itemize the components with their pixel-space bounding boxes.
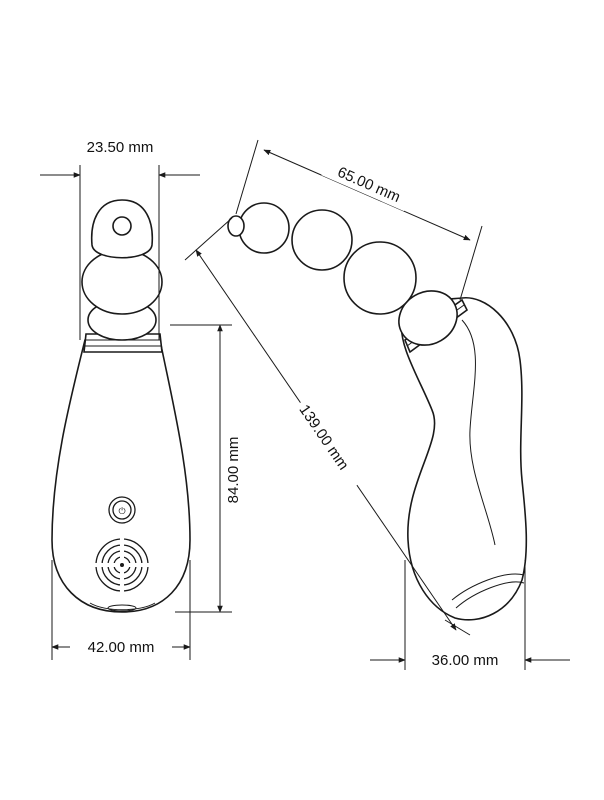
- dim-tip-width: 23.50 mm: [40, 139, 200, 340]
- dim-total-length-label: 139.00 mm: [296, 402, 352, 474]
- side-bead-3: [343, 241, 417, 315]
- dim-handle-height-label: 84.00 mm: [225, 437, 242, 504]
- front-body: [51, 339, 191, 613]
- dim-side-width: 36.00 mm: [370, 560, 570, 670]
- front-bead-middle: [81, 249, 163, 315]
- side-view: [227, 202, 528, 621]
- front-view: ⏻: [51, 199, 191, 613]
- dial-icon[interactable]: [94, 537, 150, 593]
- power-icon[interactable]: ⏻: [108, 496, 136, 524]
- dim-side-width-label: 36.00 mm: [432, 652, 499, 669]
- side-bead-tip: [227, 215, 245, 237]
- dim-base-width: 42.00 mm: [51, 560, 191, 660]
- side-body: [400, 297, 528, 621]
- side-bead-2: [291, 209, 353, 271]
- front-tip-hole: [112, 216, 132, 236]
- svg-text:⏻: ⏻: [118, 506, 125, 517]
- side-bead-1: [238, 202, 290, 254]
- dim-tip-width-label: 23.50 mm: [87, 139, 154, 156]
- dim-base-width-label: 42.00 mm: [88, 639, 155, 656]
